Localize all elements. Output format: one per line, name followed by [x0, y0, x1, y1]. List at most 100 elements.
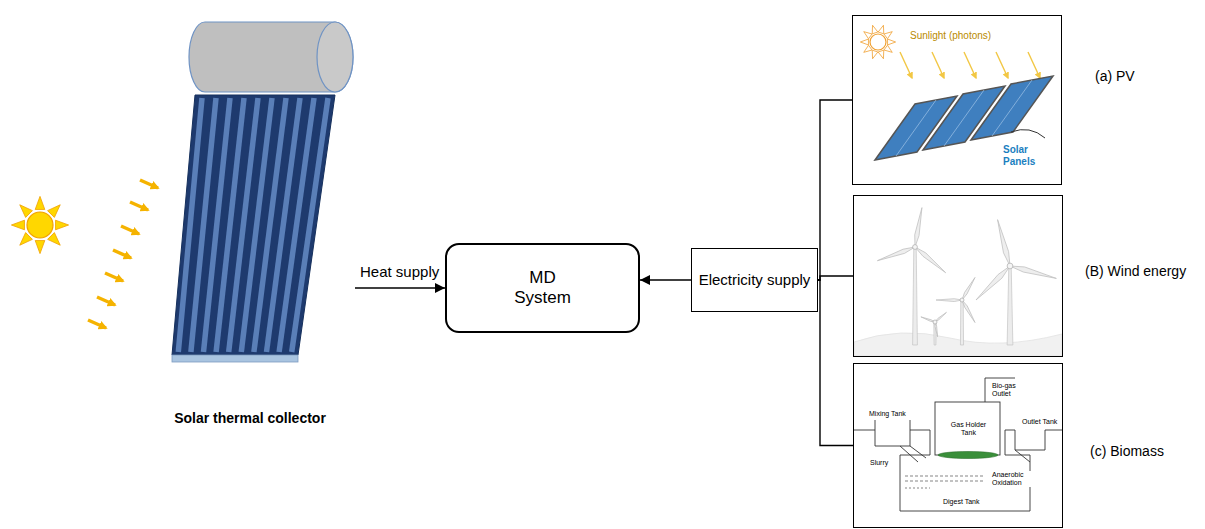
edge-label: Heat supply	[358, 263, 441, 280]
picture-heading: (B) Wind energy	[1085, 263, 1186, 279]
wind-turbines	[913, 207, 924, 247]
part-label: Slurry	[869, 459, 889, 467]
connector	[818, 100, 852, 280]
wind-turbines	[995, 219, 1013, 267]
sun-symbol	[872, 50, 878, 59]
collector-tank	[189, 22, 353, 92]
sun-symbol	[27, 212, 53, 238]
sunlight-arrows	[130, 202, 148, 210]
sunlight-arrows	[140, 180, 158, 188]
digester-schematic	[900, 446, 926, 462]
digester-schematic	[905, 476, 985, 481]
connector	[640, 279, 691, 280]
connector	[818, 276, 853, 280]
node-label: Electricity supply	[699, 271, 811, 288]
sun-symbol	[35, 241, 45, 254]
wind-turbines	[1009, 263, 1057, 281]
wind-turbines	[913, 245, 918, 250]
hills	[854, 333, 1062, 356]
picture-label: Solar Panels	[1003, 144, 1053, 167]
sun-symbol	[860, 39, 868, 45]
wind-turbines	[913, 247, 918, 345]
sunlight-arrows	[964, 52, 976, 78]
wind-turbines	[974, 264, 1012, 302]
sun-symbol	[56, 220, 69, 230]
wind-turbines	[960, 298, 964, 302]
sun-symbol	[878, 50, 884, 59]
sun-symbol	[872, 25, 878, 34]
connector	[818, 280, 853, 446]
connector	[355, 287, 445, 288]
wind-turbines	[933, 320, 937, 324]
node-caption: Solar thermal collector	[174, 410, 326, 426]
wind-turbines	[877, 207, 1057, 345]
biomass-picture: Mixing Tank Bio-gas OutletGas Holder Tank…	[853, 363, 1063, 528]
supply-box: Electricity supply	[691, 248, 818, 312]
sunlight-arrows	[900, 52, 912, 78]
wind-picture: (B) Wind energy	[853, 195, 1063, 357]
sun-symbol	[870, 34, 886, 50]
part-label: Outlet Tank	[1021, 418, 1058, 426]
wind-turbines	[914, 245, 947, 274]
collector-tubes	[216, 98, 244, 352]
slurry-surface	[938, 452, 998, 459]
collector-panel	[172, 95, 335, 355]
sun-symbol	[35, 196, 45, 209]
wind-turbines	[960, 300, 963, 345]
picture-heading: (a) PV	[1095, 68, 1135, 84]
sunlight-arrows	[97, 297, 115, 305]
hills	[854, 333, 1062, 356]
digester-schematic	[905, 488, 930, 489]
collector-panel	[172, 95, 335, 355]
sunlight-arrows	[88, 180, 158, 328]
part-label: Mixing Tank	[868, 410, 907, 418]
node-label: MD System	[514, 268, 571, 307]
digester-schematic	[1015, 450, 1030, 462]
digester-schematic	[935, 402, 1000, 455]
wind-turbines	[877, 245, 916, 263]
part-label: Digest Tank	[942, 498, 980, 506]
sun-symbol	[11, 220, 24, 230]
collector-tubes	[191, 98, 216, 352]
digester-schematic	[854, 430, 930, 446]
solar-collector: Solar thermal collector	[145, 18, 355, 426]
collector-tubes	[292, 98, 328, 352]
picture-label: Sunlight (photons)	[910, 30, 991, 42]
part-label: Gas Holder Tank	[946, 421, 991, 437]
collector-tubes	[178, 98, 328, 352]
process-box: MD System	[445, 243, 640, 333]
sun-symbol	[11, 196, 68, 253]
sunlight-arrows	[113, 250, 131, 258]
wind-turbines	[1007, 266, 1013, 345]
collector-tubes	[178, 98, 202, 352]
sunlight-arrows	[1028, 52, 1040, 78]
collector-tank	[189, 22, 353, 92]
sunlight-arrows	[932, 52, 944, 78]
wind-turbines	[961, 299, 976, 323]
digester-schematic	[1015, 430, 1062, 450]
digester-schematic	[854, 378, 1062, 511]
digester-schematic	[875, 420, 910, 430]
solar-panels	[1011, 130, 1045, 138]
sunlight-arrows	[996, 52, 1008, 78]
pv-picture: Sunlight (photons)Solar Panels(a) PV	[852, 15, 1062, 185]
picture-heading: (c) Biomass	[1090, 443, 1164, 459]
slurry-surface	[938, 452, 998, 459]
collector-base	[172, 355, 298, 362]
solar-panels	[971, 76, 1053, 140]
sunlight-arrows	[121, 226, 139, 234]
sunlight-arrows	[105, 273, 123, 281]
sun-symbol	[888, 39, 896, 45]
collector-base	[172, 355, 298, 362]
wind-turbines	[1007, 263, 1013, 269]
collector-tank	[317, 22, 353, 92]
part-label: Bio-gas Outlet	[991, 382, 1023, 398]
sun-symbol	[860, 25, 895, 58]
wind-turbines	[961, 277, 976, 301]
part-label: Anaerobic Oxidation	[991, 471, 1031, 487]
solar-panels	[992, 80, 1032, 136]
sunlight-arrows	[900, 52, 1040, 78]
sunlight-arrows	[88, 320, 106, 328]
wind-turbines	[936, 299, 962, 302]
